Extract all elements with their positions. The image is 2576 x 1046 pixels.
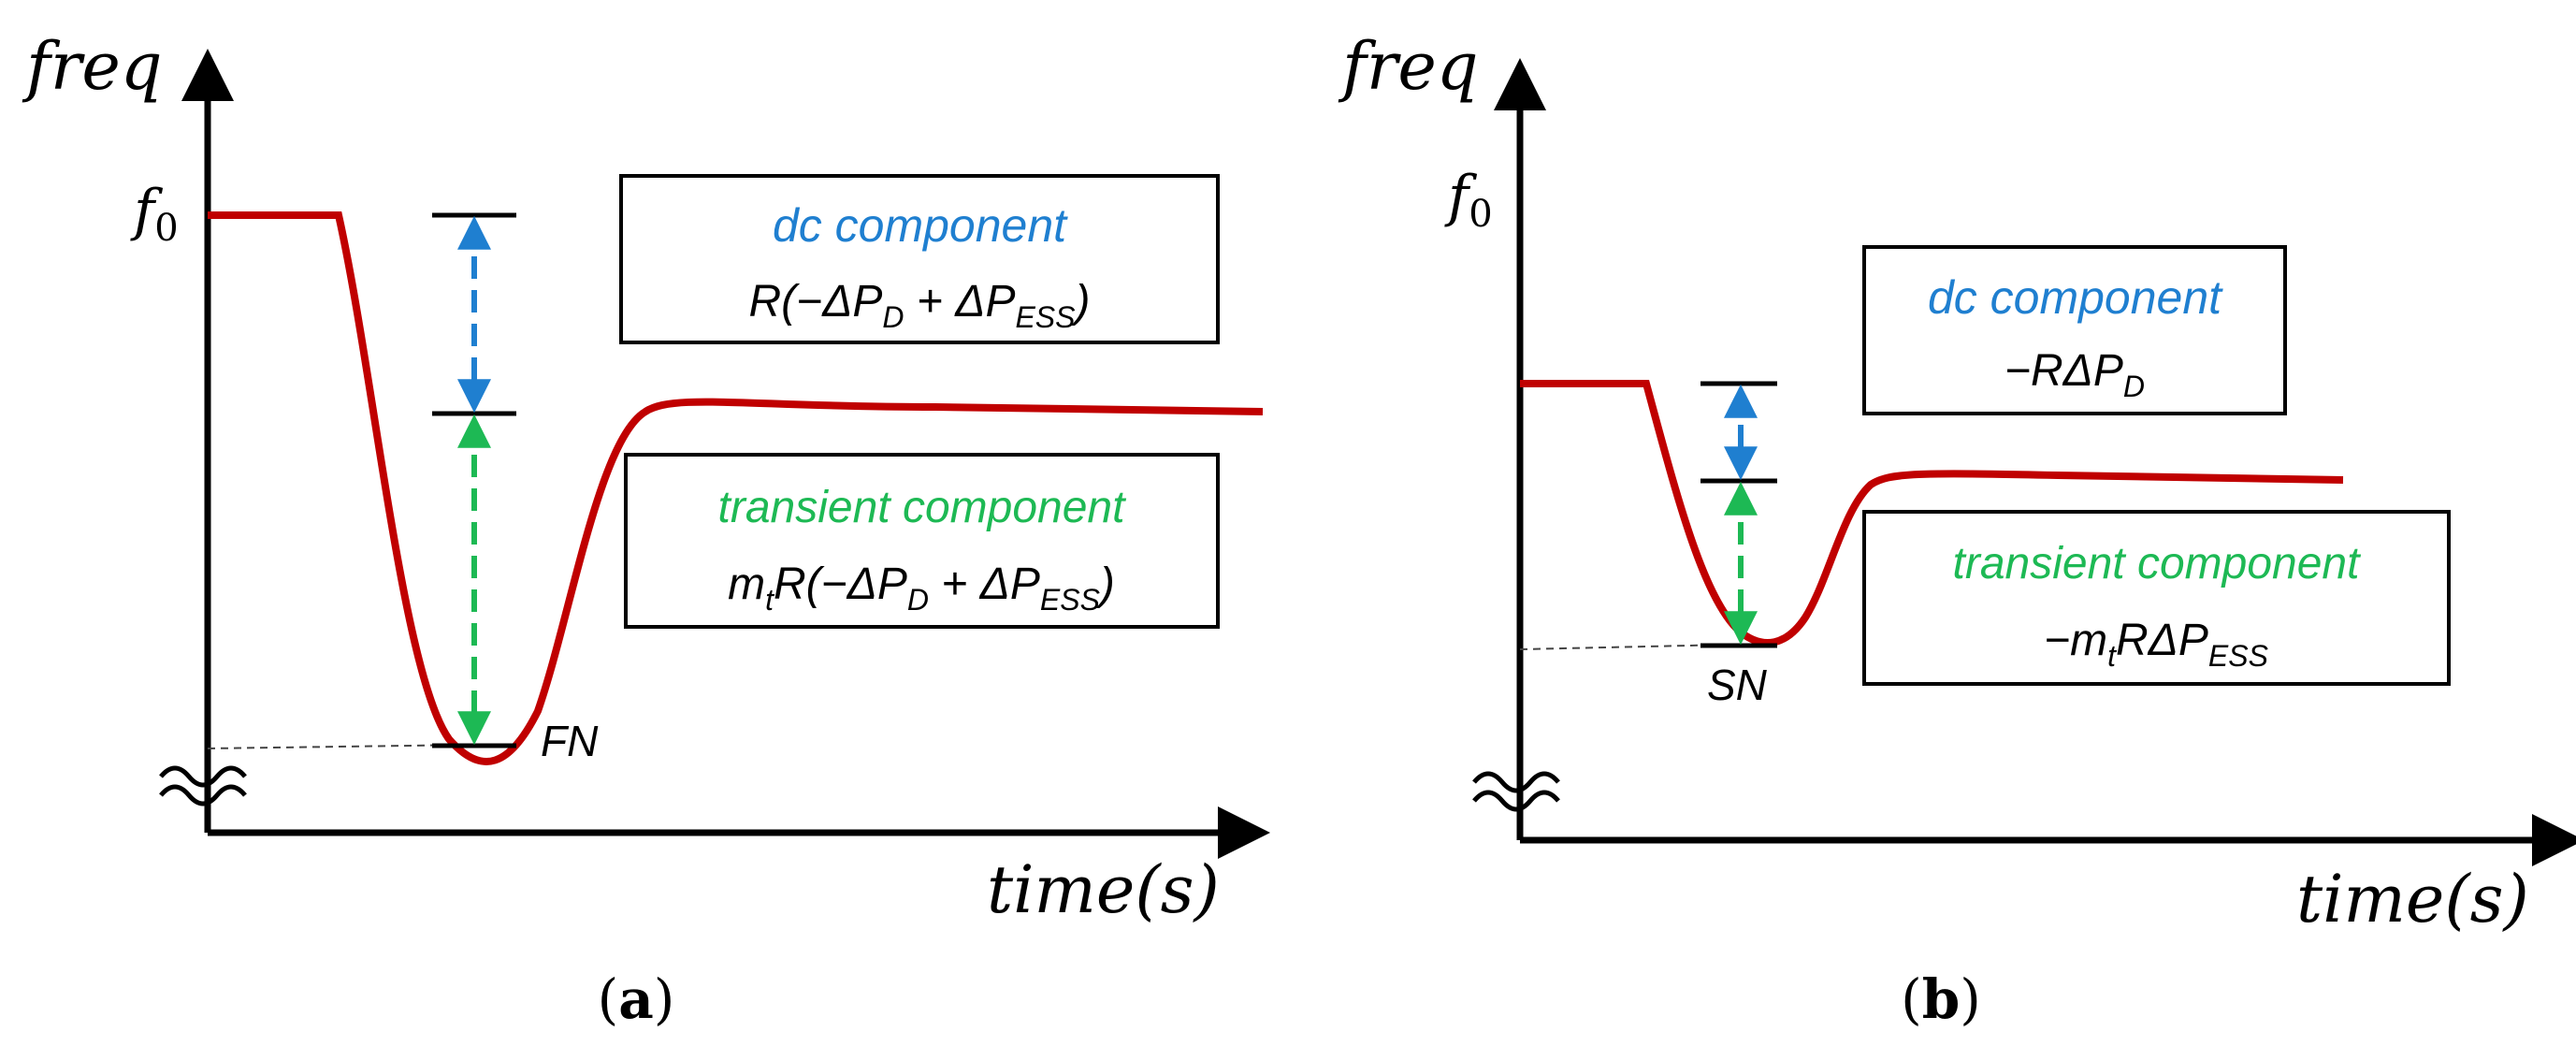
nadir-label: SN bbox=[1707, 661, 1768, 709]
dc-component-title: dc component bbox=[1928, 271, 2223, 324]
panel-caption: (a) bbox=[598, 967, 675, 1031]
dc-component-title: dc component bbox=[773, 199, 1068, 252]
transient-component-title: transient component bbox=[718, 483, 1127, 532]
panel-caption: (b) bbox=[1901, 967, 1981, 1031]
f0-label: f0 bbox=[1444, 164, 1493, 236]
transient-component-formula: −mtRΔPESS bbox=[2044, 616, 2268, 673]
transient-component-box bbox=[624, 453, 1220, 629]
y-axis-label: freq bbox=[22, 28, 163, 105]
nadir-reference-line bbox=[207, 744, 476, 749]
f0-label: f0 bbox=[130, 178, 179, 250]
nadir-reference-line bbox=[1519, 644, 1731, 650]
nadir-label: FN bbox=[541, 717, 599, 765]
dc-component-box bbox=[619, 174, 1220, 344]
transient-component-formula: mtR(−ΔPD + ΔPESS) bbox=[728, 559, 1115, 617]
x-axis-label: time(s) bbox=[987, 851, 1220, 928]
axis-break-icon bbox=[159, 765, 247, 806]
dc-component-formula: −RΔPD bbox=[2004, 346, 2145, 403]
frequency-curve bbox=[1520, 380, 2344, 646]
transient-component-title: transient component bbox=[1953, 539, 2362, 588]
panel-a: freq time(s) f0 FN dc component R(−ΔPD +… bbox=[22, 28, 1270, 1031]
axis-break-icon bbox=[1472, 771, 1560, 812]
y-axis-label: freq bbox=[1338, 28, 1479, 105]
dc-component-box bbox=[1862, 245, 2287, 415]
frequency-curve bbox=[208, 211, 1264, 765]
x-axis-label: time(s) bbox=[2296, 861, 2529, 937]
dc-component-formula: R(−ΔPD + ΔPESS) bbox=[749, 277, 1091, 334]
panel-b: freq time(s) f0 SN dc component −RΔPD tr… bbox=[1338, 28, 2576, 1031]
transient-component-box bbox=[1862, 510, 2451, 686]
